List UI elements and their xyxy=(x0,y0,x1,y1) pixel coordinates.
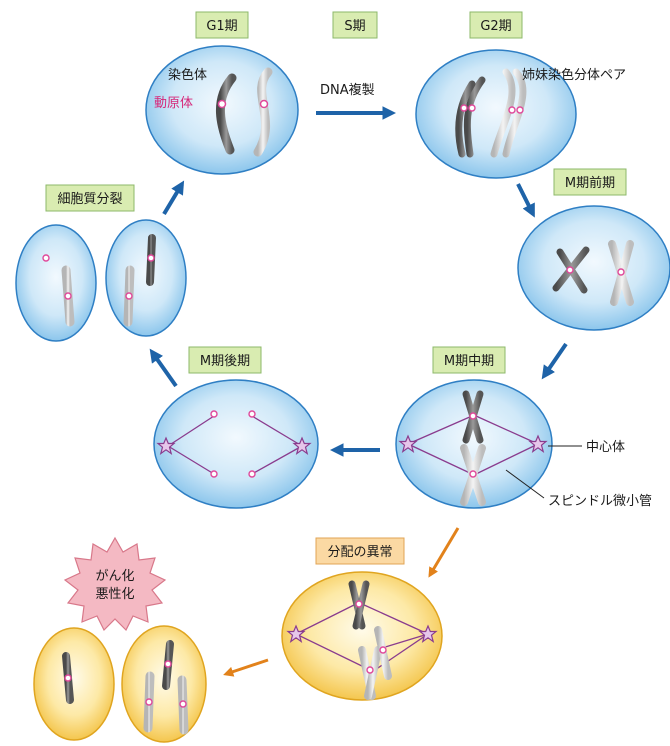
label-centrosome: 中心体 xyxy=(586,440,625,455)
label-spindle: スピンドル微小管 xyxy=(548,494,652,509)
phase-label-m-prophase: M期前期 xyxy=(554,169,626,195)
label-dna-replication: DNA複製 xyxy=(320,82,375,98)
svg-text:M期中期: M期中期 xyxy=(444,354,494,369)
phase-label-g2: G2期 xyxy=(470,12,522,38)
cell-g1: 染色体 動原体 xyxy=(146,46,298,174)
svg-text:細胞質分裂: 細胞質分裂 xyxy=(57,192,122,207)
cell-abnormal-daughter-right xyxy=(122,626,206,742)
arrow-prophase-to-metaphase xyxy=(544,344,566,376)
cell-abnormal xyxy=(282,572,442,700)
cell-anaphase xyxy=(154,380,318,508)
cell-g2: 姉妹染色分体ペア xyxy=(416,50,626,178)
phase-label-cytokinesis: 細胞質分裂 xyxy=(46,185,134,211)
cell-prophase xyxy=(518,206,670,330)
burst-line-1: がん化 xyxy=(95,569,134,584)
phase-label-g1: G1期 xyxy=(196,12,248,38)
phase-label-s: S期 xyxy=(333,12,377,38)
svg-text:G2期: G2期 xyxy=(480,19,511,34)
arrow-abnormal-to-daughters xyxy=(226,660,268,674)
cell-cytokinesis-left xyxy=(16,225,96,341)
arrow-g2-to-prophase xyxy=(518,184,533,214)
svg-text:M期後期: M期後期 xyxy=(200,354,250,369)
label-chromosome: 染色体 xyxy=(168,67,207,83)
cell-metaphase: 中心体 スピンドル微小管 xyxy=(396,380,652,509)
arrow-anaphase-to-cytokinesis xyxy=(152,352,176,386)
svg-text:分配の異常: 分配の異常 xyxy=(327,545,392,560)
svg-text:G1期: G1期 xyxy=(206,19,237,34)
svg-text:M期前期: M期前期 xyxy=(565,175,615,191)
phase-label-abnormal: 分配の異常 xyxy=(316,538,404,564)
phase-label-m-anaphase: M期後期 xyxy=(189,347,261,373)
label-sister-pair: 姉妹染色分体ペア xyxy=(522,67,626,83)
cell-cytokinesis-right xyxy=(106,220,186,336)
cancer-burst: がん化 悪性化 xyxy=(65,538,165,630)
cell-abnormal-daughter-left xyxy=(34,628,114,740)
label-centromere: 動原体 xyxy=(154,96,193,111)
svg-text:S期: S期 xyxy=(344,19,365,34)
phase-label-m-metaphase: M期中期 xyxy=(433,347,505,373)
arrow-metaphase-to-abnormal xyxy=(430,528,458,575)
arrow-cytokinesis-to-g1 xyxy=(164,184,182,214)
burst-line-2: 悪性化 xyxy=(95,587,134,602)
